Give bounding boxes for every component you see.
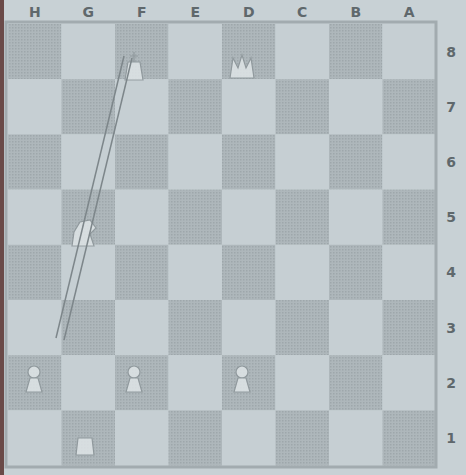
- board-square: [329, 190, 383, 245]
- board-square: [115, 79, 169, 134]
- board-square: [169, 24, 223, 79]
- board-square: [383, 24, 437, 79]
- board-square: [115, 410, 169, 465]
- board-square: [383, 410, 437, 465]
- board-square: [222, 410, 276, 465]
- board-square: [383, 355, 437, 410]
- board-square: [169, 134, 223, 189]
- board-frame: [6, 22, 436, 467]
- board-square: [276, 79, 330, 134]
- board-square: [276, 24, 330, 79]
- board-square: [222, 355, 276, 410]
- board-square: [8, 24, 62, 79]
- board-square: [115, 355, 169, 410]
- board-square: [115, 190, 169, 245]
- board-square: [62, 410, 116, 465]
- board-square: [383, 190, 437, 245]
- board-square: [169, 410, 223, 465]
- pawn-piece: [126, 366, 142, 392]
- board-square: [8, 300, 62, 355]
- file-letter: F: [132, 4, 152, 20]
- board-square: [276, 245, 330, 300]
- file-letter: G: [78, 4, 98, 20]
- pawn-piece: [234, 366, 250, 392]
- board-square: [8, 410, 62, 465]
- board-square: [169, 355, 223, 410]
- board-square: [222, 300, 276, 355]
- rank-number: 5: [441, 209, 461, 225]
- file-letter: D: [239, 4, 259, 20]
- board-square: [222, 245, 276, 300]
- board-square: [276, 410, 330, 465]
- file-letter: H: [25, 4, 45, 20]
- board-square: [8, 79, 62, 134]
- rank-number: 7: [441, 99, 461, 115]
- board-square: [62, 245, 116, 300]
- board-square: [329, 24, 383, 79]
- board-square: [222, 190, 276, 245]
- rank-number: 8: [441, 44, 461, 60]
- rook-piece: [76, 438, 94, 455]
- rank-number: 2: [441, 375, 461, 391]
- board-square: [383, 79, 437, 134]
- board-square: [8, 134, 62, 189]
- board-square: [383, 245, 437, 300]
- board-square: [383, 134, 437, 189]
- board-square: [8, 245, 62, 300]
- board-square: [276, 355, 330, 410]
- pawn-piece: [26, 366, 42, 392]
- board-square: [169, 300, 223, 355]
- board-square: [62, 24, 116, 79]
- board-square: [383, 300, 437, 355]
- board-square: [276, 300, 330, 355]
- board-square: [169, 79, 223, 134]
- board-square: [222, 79, 276, 134]
- board-square: [62, 355, 116, 410]
- rank-number: 6: [441, 154, 461, 170]
- rank-number: 3: [441, 320, 461, 336]
- file-letter: A: [399, 4, 419, 20]
- file-letter: B: [346, 4, 366, 20]
- board-square: [329, 410, 383, 465]
- rank-number: 1: [441, 430, 461, 446]
- board-square: [8, 190, 62, 245]
- board-square: [115, 300, 169, 355]
- board-square: [329, 134, 383, 189]
- move-line: [56, 56, 132, 340]
- board-square: [329, 300, 383, 355]
- board-square: [329, 79, 383, 134]
- board-square: [222, 24, 276, 79]
- board-square: [169, 245, 223, 300]
- file-letter: C: [292, 4, 312, 20]
- queen-piece: [230, 55, 254, 78]
- board-square: [62, 300, 116, 355]
- board-square: [115, 134, 169, 189]
- board-square: [222, 134, 276, 189]
- rank-number: 4: [441, 264, 461, 280]
- board-square: [8, 355, 62, 410]
- board-square: [169, 190, 223, 245]
- file-letter: E: [185, 4, 205, 20]
- board-square: [115, 24, 169, 79]
- board-square: [276, 134, 330, 189]
- edge-strip: [0, 0, 4, 475]
- board-square: [115, 245, 169, 300]
- board-square: [329, 355, 383, 410]
- board-square: [276, 190, 330, 245]
- board-square: [329, 245, 383, 300]
